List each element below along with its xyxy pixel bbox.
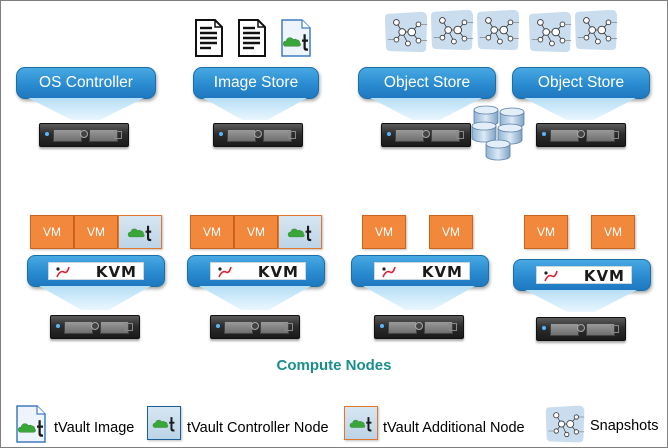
server-icon xyxy=(213,123,303,147)
tvault-additional-icon xyxy=(278,215,322,249)
vm-box: VM xyxy=(591,215,635,249)
vm-box: VM xyxy=(429,215,473,249)
server-icon xyxy=(374,315,464,339)
snapshot-graph-icon xyxy=(527,9,573,55)
funnel xyxy=(28,98,144,120)
snapshot-graph-icon xyxy=(429,7,475,53)
tvault-controller-icon xyxy=(147,406,181,440)
legend-tvault-additional: tVault Additional Node xyxy=(383,420,525,436)
kvm-hypervisor: KVM xyxy=(513,259,651,291)
snapshot-graph-icon xyxy=(383,9,429,55)
document-icon xyxy=(195,19,223,57)
document-icon xyxy=(238,19,266,57)
kvm-logo: KVM xyxy=(48,262,144,281)
snapshot-graph-icon xyxy=(544,404,586,444)
kvm-logo: KVM xyxy=(210,262,306,281)
vm-box: VM xyxy=(524,215,568,249)
funnel xyxy=(363,286,475,310)
funnel xyxy=(199,286,311,310)
object-store-label: Object Store xyxy=(358,67,496,99)
kvm-hypervisor: KVM xyxy=(27,255,165,287)
snapshot-graph-icon xyxy=(573,7,619,53)
funnel xyxy=(525,290,637,312)
tvault-controller-icon xyxy=(118,215,162,249)
snapshot-graph-icon xyxy=(475,7,521,53)
tvault-additional-icon xyxy=(344,406,378,440)
image-store-label: Image Store xyxy=(193,67,319,99)
database-icon xyxy=(471,105,527,163)
compute-nodes-title: Compute Nodes xyxy=(276,357,392,374)
vm-box: VM xyxy=(190,215,234,249)
funnel xyxy=(203,98,307,120)
vm-box: VM xyxy=(30,215,74,249)
server-icon xyxy=(536,317,626,341)
server-icon xyxy=(536,123,626,147)
kvm-hypervisor: KVM xyxy=(351,255,489,287)
kvm-logo: KVM xyxy=(536,266,632,285)
vm-box: VM xyxy=(362,215,406,249)
funnel xyxy=(39,286,151,310)
vm-box: VM xyxy=(74,215,118,249)
object-store-label: Object Store xyxy=(512,67,650,99)
server-icon xyxy=(39,123,129,147)
os-controller-label: OS Controller xyxy=(16,67,156,99)
tvault-image-icon xyxy=(16,405,46,443)
kvm-hypervisor: KVM xyxy=(187,255,325,287)
funnel xyxy=(524,98,636,120)
tvault-image-icon xyxy=(281,19,311,57)
server-icon xyxy=(210,315,300,339)
kvm-logo: KVM xyxy=(374,262,470,281)
server-icon xyxy=(381,123,471,147)
legend-snapshots: Snapshots xyxy=(590,418,659,434)
legend-tvault-controller: tVault Controller Node xyxy=(187,420,329,436)
server-icon xyxy=(50,315,140,339)
funnel xyxy=(370,98,482,120)
legend-tvault-image: tVault Image xyxy=(54,420,135,436)
vm-box: VM xyxy=(234,215,278,249)
